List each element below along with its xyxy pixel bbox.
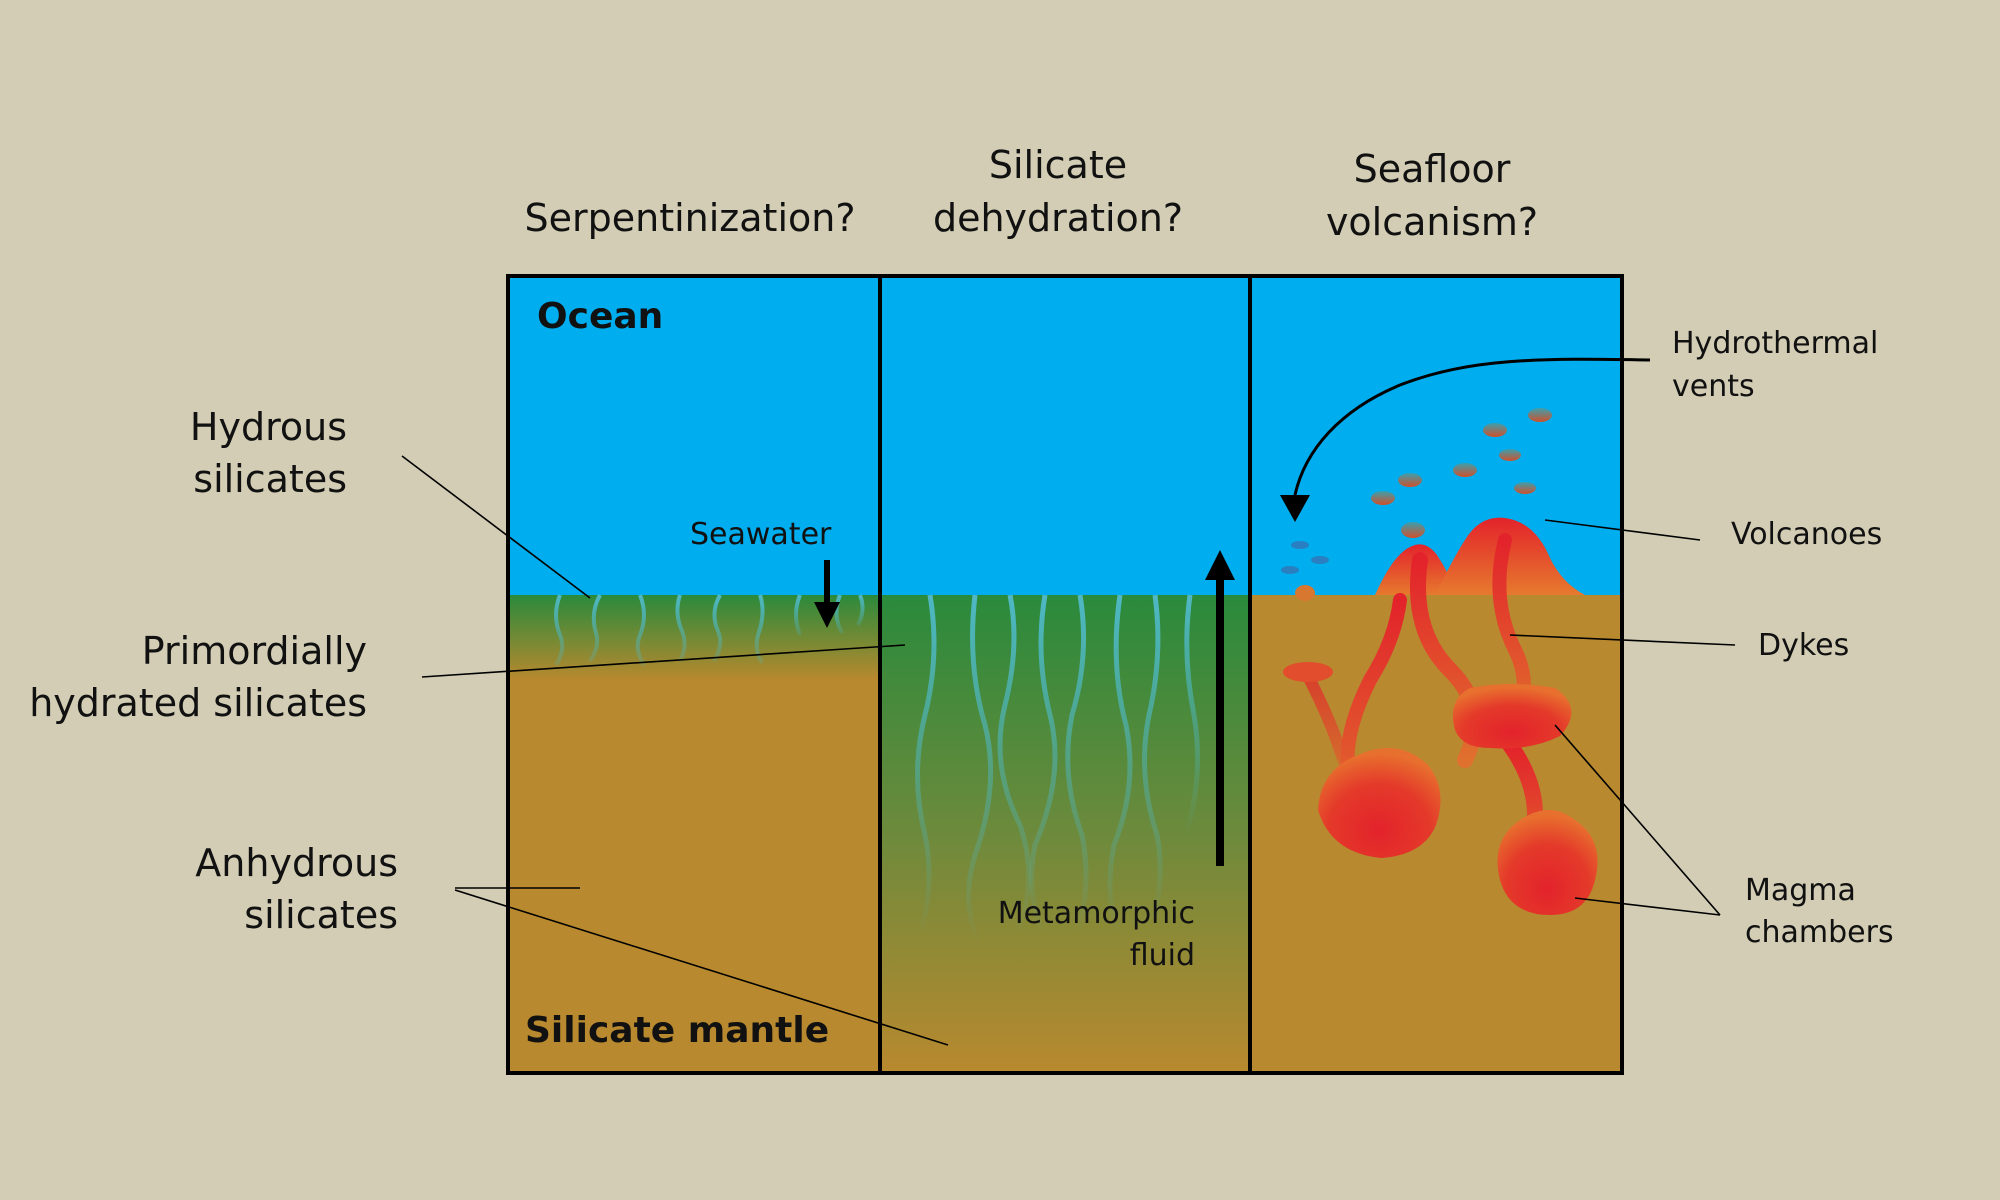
vent-mound [1295,585,1315,601]
column-title-dehydration: dehydration? [933,196,1183,240]
magma-chambers-label: chambers [1745,915,1894,950]
column-title-serpentinization: Serpentinization? [525,196,856,240]
ocean-label: Ocean [537,296,663,337]
fluid-arrow-up [1205,550,1235,866]
magma-chambers-label: Magma [1745,873,1856,908]
volcano-large [1435,517,1585,595]
ocean-layer [1250,276,1622,595]
primordial-silicates-label: Primordially [142,629,367,673]
hydrous-silicates-label: silicates [193,457,347,501]
column-title-volcanism: Seafloor [1354,147,1511,191]
seawater-arrow-down [814,560,840,628]
vents-arrowhead [1280,495,1310,522]
column-title-volcanism: volcanism? [1326,200,1538,244]
metamorphic-fluid-label: Metamorphic [998,896,1195,931]
panel-volcanism [1250,276,1651,1073]
seawater-label: Seawater [690,517,832,552]
vents-pointer-arrow [1293,357,1651,496]
panel-serpentinization [508,276,880,1073]
leader-lines [401,455,1736,1046]
magma-chamber [1452,684,1572,749]
hydrothermal-vents-label: Hydrothermal [1672,326,1878,361]
hydrothermal-vents-label: vents [1672,369,1755,404]
magma-chamber [1318,747,1441,858]
ocean-layer [880,276,1250,595]
vent-plumes [1281,408,1552,574]
mantle-label: Silicate mantle [525,1010,829,1051]
dehydration-veins [915,594,1201,947]
column-title-dehydration: Silicate [989,143,1127,187]
magma-pocket [1283,662,1333,682]
hydrous-silicates-label: Hydrous [190,405,347,449]
anhydrous-silicates-label: silicates [244,893,398,937]
anhydrous-silicates-label: Anhydrous [195,841,398,885]
primordial-silicates-label: hydrated silicates [29,681,367,725]
ocean-layer [508,276,880,595]
volcanoes-label: Volcanoes [1731,517,1882,552]
magma-chamber [1497,810,1598,915]
metamorphic-fluid-label: fluid [1130,938,1195,973]
panel-dehydration [880,276,1250,1073]
dykes-label: Dykes [1758,628,1849,663]
diagram-frame [506,274,1624,1075]
seawater-veins [554,594,865,667]
